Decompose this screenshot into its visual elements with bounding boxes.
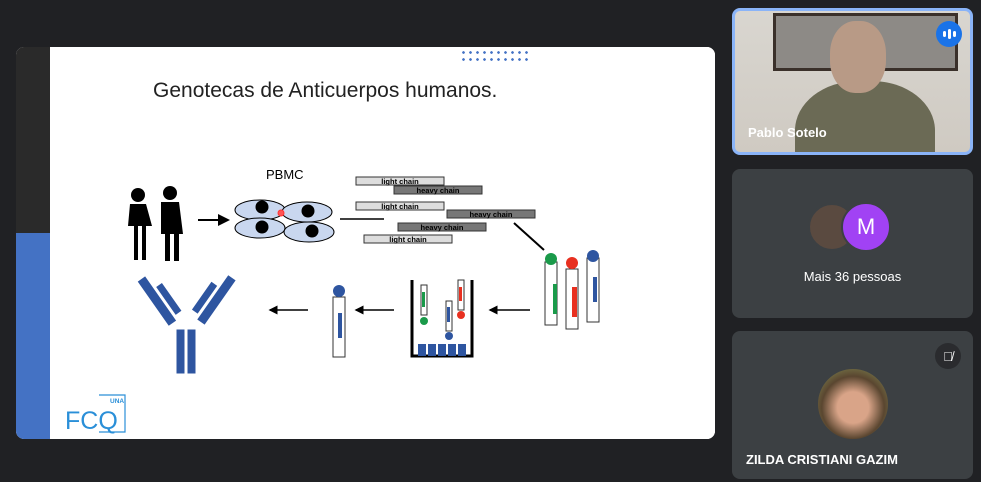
video-feed-face [830, 21, 886, 93]
speaking-indicator-icon [936, 21, 962, 47]
slide-title: Genotecas de Anticuerpos humanos. [153, 79, 498, 102]
svg-text:light chain: light chain [381, 177, 419, 186]
slide-sidebar-dark [16, 47, 50, 233]
antibody-icon [136, 273, 237, 375]
svg-text:heavy chain: heavy chain [470, 210, 513, 219]
participant-tile-zilda[interactable]: 🎙̸ ZILDA CRISTIANI GAZIM [732, 331, 973, 479]
participant-name: ZILDA CRISTIANI GAZIM [746, 452, 898, 467]
people-icon [128, 186, 183, 261]
selected-phage-tube-icon [332, 285, 346, 358]
fcq-una-logo: UNA FCQ [65, 394, 126, 434]
presentation-indicator-dots [460, 49, 530, 65]
antibody-library-diagram: PBMC light chain heavy chain light chain… [128, 167, 600, 375]
svg-text:UNA: UNA [110, 398, 124, 405]
participant-tile-pablo-sotelo[interactable]: Pablo Sotelo [732, 8, 973, 155]
participant-name: Pablo Sotelo [748, 125, 827, 140]
svg-text:light chain: light chain [389, 235, 427, 244]
svg-text:light chain: light chain [381, 202, 419, 211]
participant-tile-others[interactable]: M Mais 36 pessoas [732, 169, 973, 318]
phage-tubes-icon [544, 250, 600, 330]
panning-well-icon [410, 279, 474, 358]
presentation-view: Genotecas de Anticuerpos humanos. PBMC l… [16, 47, 715, 439]
svg-text:FCQ: FCQ [65, 407, 118, 434]
slide-sidebar-blue [16, 233, 50, 439]
pbmc-label: PBMC [266, 167, 304, 182]
svg-text:heavy chain: heavy chain [421, 223, 464, 232]
participant-avatar-letter: M [841, 202, 891, 252]
mic-muted-icon: 🎙̸ [935, 343, 961, 369]
more-participants-label: Mais 36 pessoas [803, 269, 902, 284]
slide: Genotecas de Anticuerpos humanos. PBMC l… [50, 47, 715, 439]
participant-avatar-photo [818, 369, 888, 439]
pbmc-cells-icon [234, 199, 335, 243]
svg-text:heavy chain: heavy chain [417, 186, 460, 195]
video-feed-body [795, 81, 935, 152]
